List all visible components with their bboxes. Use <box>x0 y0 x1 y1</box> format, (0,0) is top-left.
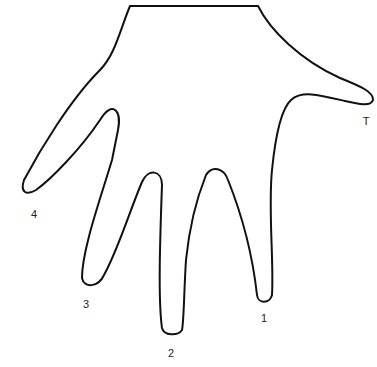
callout-number: 1 <box>261 313 267 324</box>
hand-outline <box>23 6 373 334</box>
callout-number: 3 <box>83 299 89 310</box>
callout-number: 2 <box>168 348 174 359</box>
callout-number: 4 <box>31 209 37 220</box>
callout-number: T <box>363 116 370 127</box>
